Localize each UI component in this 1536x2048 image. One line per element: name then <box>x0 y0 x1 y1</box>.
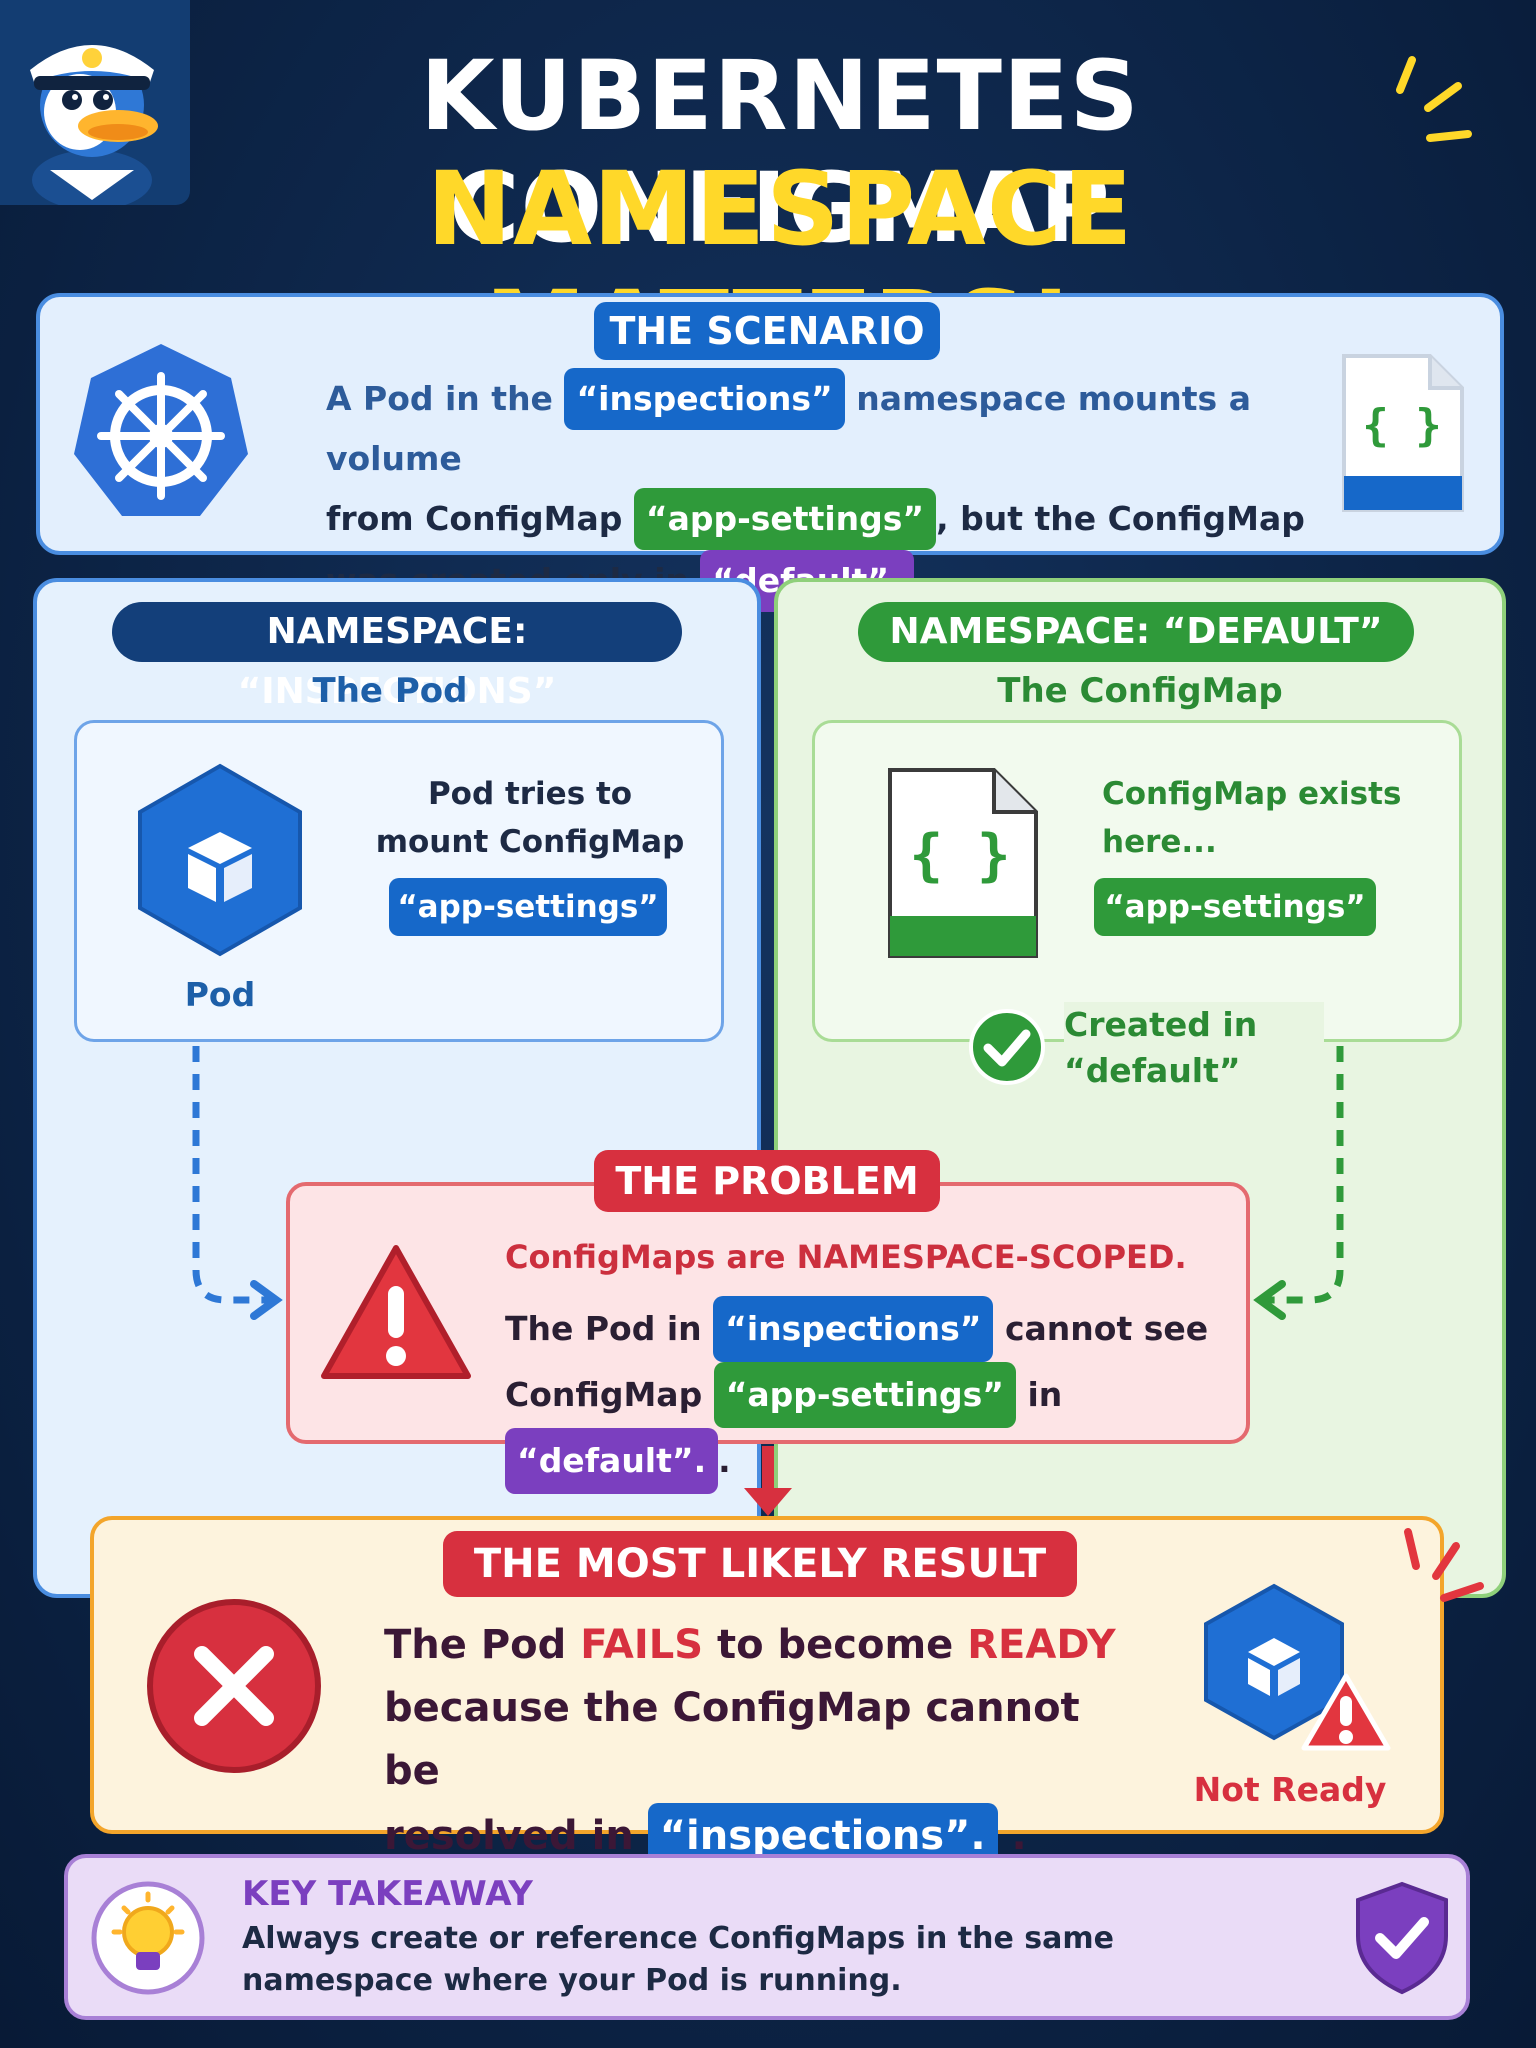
warning-triangle-icon <box>321 1245 471 1379</box>
takeaway-panel <box>64 1854 1470 2020</box>
ns-default-pill: “default”. <box>505 1428 719 1494</box>
problem-label: THE PROBLEM <box>594 1150 940 1212</box>
alert-burst-icon <box>1404 1528 1484 1602</box>
error-x-circle-icon <box>147 1599 321 1773</box>
sparkle-lines-icon <box>1396 56 1472 142</box>
svg-text:{ }: { } <box>909 823 1010 888</box>
cm-app-settings-pill: “app-settings” <box>713 1362 1016 1428</box>
problem-headline: ConfigMaps are NAMESPACE-SCOPED. <box>505 1238 1187 1276</box>
problem-text: The Pod in “inspections” cannot see Conf… <box>505 1296 1235 1494</box>
lightbulb-icon <box>91 1881 205 1995</box>
ns-inspections-pill: “inspections” <box>564 368 845 430</box>
check-circle-icon <box>969 1009 1045 1085</box>
pod-not-ready-icon <box>1204 1583 1391 1751</box>
svg-text:{ }: { } <box>1362 400 1441 451</box>
configmap-file-icon: { } <box>1342 354 1464 512</box>
not-ready-label: Not Ready <box>1193 1770 1387 1809</box>
configmap-file-icon: { } <box>888 768 1038 958</box>
duck-icon <box>30 45 158 210</box>
configmap-subtitle: The ConfigMap <box>997 671 1283 711</box>
takeaway-label: KEY TAKEAWAY <box>242 1874 533 1914</box>
scenario-label: THE SCENARIO <box>594 302 940 360</box>
takeaway-text: Always create or reference ConfigMaps in… <box>242 1921 1115 1998</box>
ns-inspections-pill: “inspections” <box>713 1296 994 1362</box>
pod-cube-icon <box>138 763 302 957</box>
namespace-inspections-label: NAMESPACE: “INSPECTIONS” <box>112 602 682 712</box>
result-text: The Pod FAILS to become READY because th… <box>384 1614 1124 1870</box>
result-label: THE MOST LIKELY RESULT <box>443 1531 1077 1597</box>
shield-check-icon <box>1356 1881 1448 1995</box>
pod-subtitle: The Pod <box>312 671 468 711</box>
pod-configmap-pill: “app-settings” <box>389 878 667 936</box>
namespace-default-label: NAMESPACE: “DEFAULT” <box>858 602 1414 662</box>
title-line-1: KUBERNETES CONFIGMAP <box>420 40 1140 264</box>
configmap-name-pill: “app-settings” <box>1094 878 1376 936</box>
captain-duck-mascot <box>0 0 190 210</box>
created-in-default-text: Created in “default” <box>1064 1002 1324 1094</box>
pod-description: Pod tries to mount ConfigMap <box>375 776 685 860</box>
kubernetes-helm-icon <box>74 344 248 516</box>
configmap-description: ConfigMap exists here... <box>1102 776 1402 860</box>
pod-label: Pod <box>184 975 256 1014</box>
cm-app-settings-pill: “app-settings” <box>633 488 937 550</box>
